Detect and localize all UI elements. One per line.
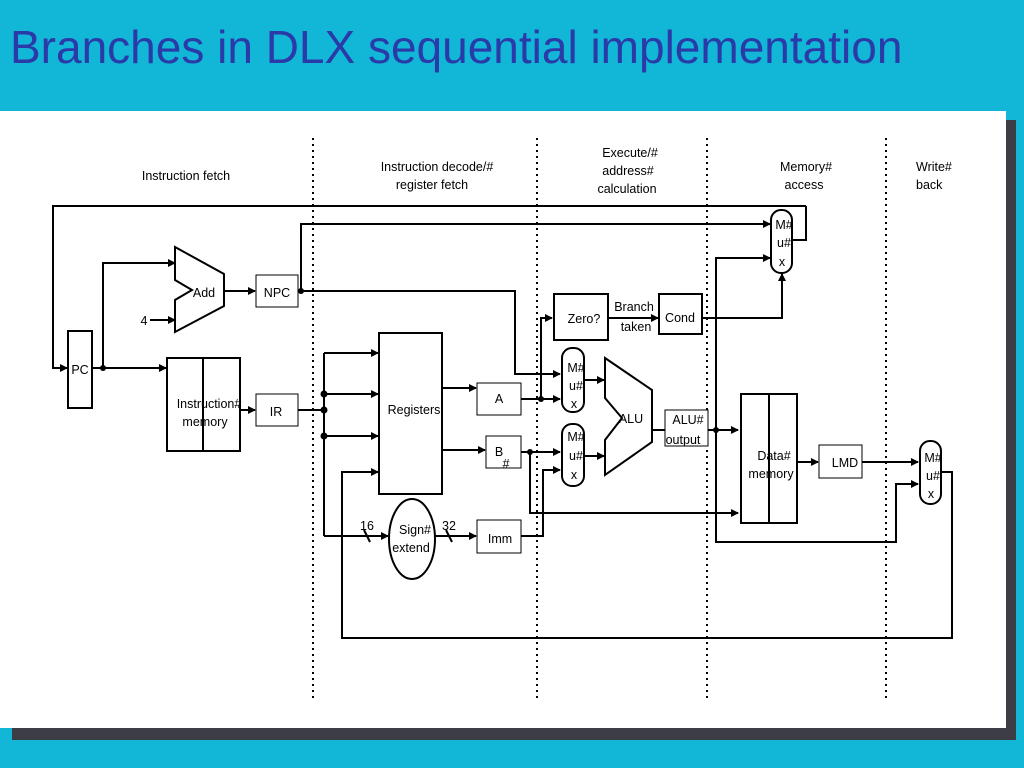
alu-output-register xyxy=(664,409,709,447)
mux-alu2-label-2: u# xyxy=(569,449,583,463)
dmem-label-1: Data# xyxy=(757,449,790,463)
stage-label-fetch: Instruction fetch xyxy=(142,169,230,183)
mux-alu1-label-3: x xyxy=(571,397,578,411)
sign-label-2: extend xyxy=(392,541,430,555)
pc-register xyxy=(67,330,93,409)
stage-label-decode-1: Instruction decode/# xyxy=(381,160,494,174)
alu-unit xyxy=(604,356,653,477)
stage-label-wb-1: Write# xyxy=(916,160,952,174)
alu-output-label-2: output xyxy=(666,433,701,447)
mux-alu2-label-1: M# xyxy=(567,430,584,444)
mux-pc-select xyxy=(770,209,793,274)
mux-wb-label-1: M# xyxy=(924,451,941,465)
stage-dividers xyxy=(312,138,887,700)
branch-taken-label-1: Branch xyxy=(614,300,654,314)
cond-label: Cond xyxy=(665,311,695,325)
mux-alu1-label-2: u# xyxy=(569,379,583,393)
mux-alu-input-1 xyxy=(561,347,585,413)
four-label: 4 xyxy=(141,314,148,328)
add-label: Add xyxy=(193,286,215,300)
stage-label-mem-1: Memory# xyxy=(780,160,832,174)
junctions xyxy=(100,288,719,455)
sign-extend-unit xyxy=(388,498,436,580)
stage-label-exec-3: calculation xyxy=(597,182,656,196)
b-register xyxy=(485,435,522,469)
ir-label: IR xyxy=(270,405,283,419)
cond-register xyxy=(658,293,703,335)
bits16-label: 16 xyxy=(360,519,374,533)
mux-wb-label-2: u# xyxy=(926,469,940,483)
lmd-label: LMD xyxy=(832,456,858,470)
mux-pc-label-2: u# xyxy=(777,236,791,250)
imem-label-2: memory xyxy=(182,415,228,429)
mux-pc-label-3: x xyxy=(779,255,786,269)
stage-label-mem-2: access xyxy=(785,178,824,192)
mux-writeback xyxy=(919,440,942,505)
register-file xyxy=(378,332,443,495)
imm-label: Imm xyxy=(488,532,512,546)
mux-wb-label-3: x xyxy=(928,487,935,501)
mux-alu1-label-1: M# xyxy=(567,361,584,375)
stage-label-exec-2: address# xyxy=(602,164,653,178)
stage-label-exec-1: Execute/# xyxy=(602,146,658,160)
mux-pc-label-1: M# xyxy=(775,218,792,232)
a-label: A xyxy=(495,392,504,406)
stage-label-decode-2: register fetch xyxy=(396,178,468,192)
registers-label: Registers xyxy=(388,403,441,417)
imem-label-1: Instruction# xyxy=(177,397,242,411)
dmem-label-2: memory xyxy=(748,467,794,481)
npc-label: NPC xyxy=(264,286,290,300)
lmd-register xyxy=(818,444,863,479)
alu-label: ALU xyxy=(619,412,643,426)
branch-taken-label-2: taken xyxy=(621,320,652,334)
a-register xyxy=(476,382,522,416)
adder-unit xyxy=(174,245,225,334)
ir-register xyxy=(255,393,299,427)
bit-width-ticks xyxy=(363,529,453,543)
pc-label: PC xyxy=(71,363,88,377)
mux-alu2-label-3: x xyxy=(571,468,578,482)
npc-register xyxy=(255,274,299,308)
mux-alu-input-2 xyxy=(561,423,585,487)
zero-test-unit xyxy=(553,293,609,341)
slide-title: Branches in DLX sequential implementatio… xyxy=(10,21,903,73)
stage-label-wb-2: back xyxy=(916,178,943,192)
zero-label: Zero? xyxy=(568,312,601,326)
alu-output-label-1: ALU# xyxy=(672,413,703,427)
sign-label-1: Sign# xyxy=(399,523,431,537)
bits32-label: 32 xyxy=(442,519,456,533)
b-label-1: B xyxy=(495,445,503,459)
imm-register xyxy=(476,519,522,554)
b-label-2: # xyxy=(503,457,510,471)
